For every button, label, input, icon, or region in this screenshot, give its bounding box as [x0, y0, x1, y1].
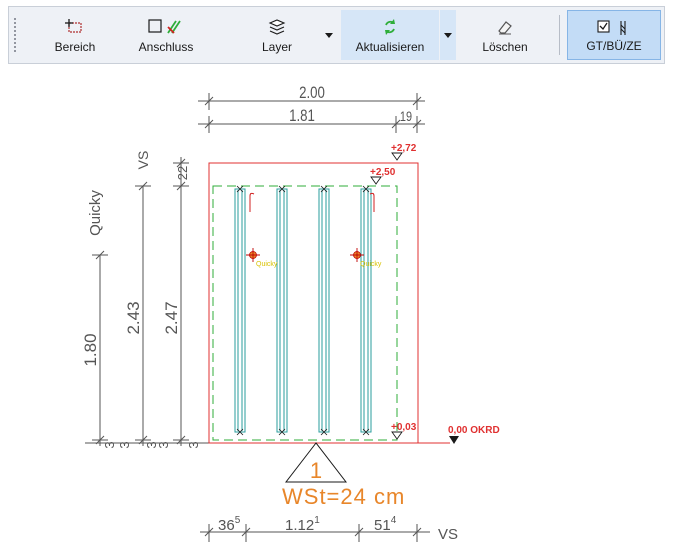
bottom-dimension-chain	[200, 524, 430, 542]
dim-3c: 3	[144, 441, 159, 448]
lattice-girders[interactable]	[234, 188, 372, 433]
toolbar-grip[interactable]	[13, 17, 17, 53]
dim-quicky-label: Quicky	[87, 190, 104, 236]
bereich-label: Bereich	[54, 40, 96, 54]
area-select-icon	[39, 16, 111, 38]
quicky-anchor-right[interactable]	[350, 248, 364, 262]
dim-inner-width: 1.81	[289, 107, 315, 126]
girder-end-marks	[236, 185, 370, 436]
anschluss-button[interactable]: Anschluss	[121, 10, 211, 60]
dim-3e: 3	[186, 441, 201, 448]
toolbar-separator	[559, 15, 560, 55]
wall-number-triangle	[284, 442, 348, 483]
bereich-button[interactable]: Bereich	[39, 10, 111, 60]
gtbuze-label: GT/BÜ/ZE	[586, 39, 642, 53]
layer-button[interactable]: Layer	[241, 10, 313, 60]
wall-number: 1	[310, 458, 322, 483]
dim-total-width: 2.00	[299, 84, 325, 103]
level-marker-003	[391, 431, 403, 440]
bottom-dim-365: 365	[218, 515, 241, 534]
aktualisieren-button[interactable]: Aktualisieren	[341, 10, 439, 60]
dim-3b: 3	[117, 441, 132, 448]
bottom-dim-514: 514	[374, 515, 397, 534]
level-okrd: 0,00 OKRD	[448, 425, 500, 436]
layer-label: Layer	[261, 40, 293, 54]
connection-icon	[121, 16, 211, 38]
aktualisieren-label: Aktualisieren	[355, 40, 425, 54]
dim-22: 22	[175, 166, 190, 180]
level-272: +2,72	[391, 143, 417, 154]
bottom-dim-vs: VS	[438, 526, 458, 543]
dim-243: 2.43	[124, 301, 143, 334]
loeschen-button[interactable]: Löschen	[469, 10, 541, 60]
layer-stack-icon	[241, 16, 313, 38]
gtbuze-icon	[568, 17, 660, 39]
main-toolbar: Bereich Anschluss Layer	[8, 6, 665, 64]
chevron-down-icon	[444, 32, 452, 38]
left-dimension-chains	[85, 157, 210, 446]
dim-3d: 3	[156, 441, 171, 448]
eraser-icon	[469, 16, 541, 38]
aktualisieren-dropdown[interactable]	[440, 10, 456, 60]
level-250: +2,50	[370, 167, 396, 178]
dim-vs-top: VS	[135, 151, 151, 170]
quicky-label-right: Quicky	[360, 261, 382, 268]
level-003: +0,03	[391, 422, 417, 433]
refresh-icon	[341, 16, 439, 38]
top-dimension-chain	[198, 93, 425, 133]
loeschen-label: Löschen	[482, 40, 528, 54]
dim-247: 2.47	[162, 301, 181, 334]
precast-outline-dashed[interactable]	[212, 185, 398, 441]
layer-dropdown[interactable]	[321, 10, 337, 60]
chevron-down-icon	[325, 32, 333, 38]
hook-marks	[249, 192, 375, 212]
gtbuze-toggle-button[interactable]: GT/BÜ/ZE	[567, 10, 661, 60]
wall-thickness: WSt=24 cm	[282, 484, 405, 509]
level-marker-250	[370, 176, 382, 185]
dim-3a: 3	[102, 441, 117, 448]
dim-180: 1.80	[81, 333, 100, 366]
bottom-dim-112: 1.121	[285, 515, 320, 534]
level-marker-okrd	[449, 436, 459, 444]
quicky-anchor-left[interactable]	[246, 248, 260, 262]
quicky-label-left: Quicky	[256, 261, 278, 268]
wall-outline[interactable]	[208, 162, 419, 444]
anschluss-label: Anschluss	[138, 40, 194, 54]
level-marker-272	[391, 152, 403, 161]
dim-right-small: 19	[400, 109, 412, 125]
